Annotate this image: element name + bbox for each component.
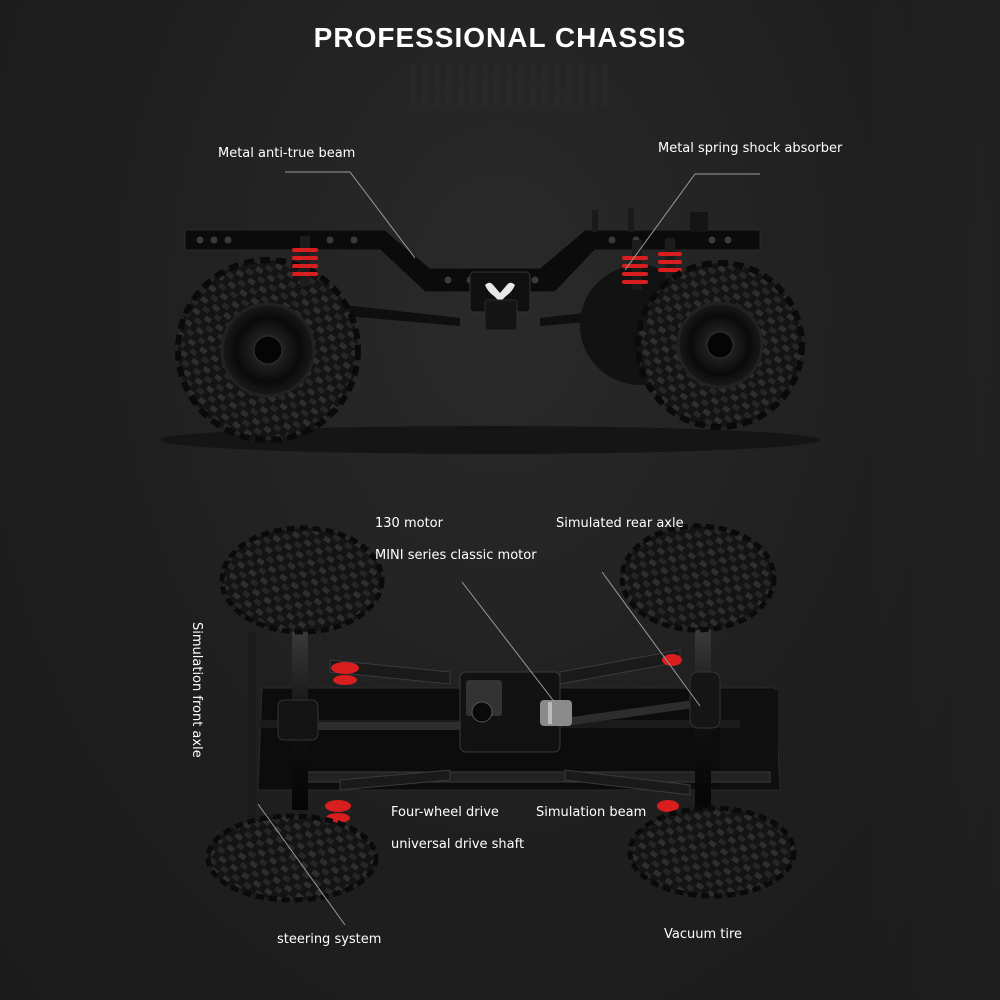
bottom-springs — [325, 654, 682, 823]
label-spring-shock: Metal spring shock absorber — [658, 141, 843, 156]
label-steering: steering system — [277, 932, 382, 947]
label-front-axle: Simulation front axle — [189, 622, 204, 758]
bottom-leader-lines — [257, 571, 701, 926]
label-anti-true-beam: Metal anti-true beam — [218, 146, 356, 161]
edge-shade — [850, 0, 1000, 1000]
side-view-chassis — [160, 208, 820, 454]
side-rear-spring — [622, 238, 682, 290]
label-vacuum-tire: Vacuum tire — [664, 927, 743, 942]
side-front-spring — [292, 236, 318, 286]
bottom-front-right-tire — [205, 813, 379, 903]
page-title: PROFESSIONAL CHASSIS — [313, 22, 687, 53]
bottom-rear-left-tire — [619, 523, 777, 633]
label-mini-motor: MINI series classic motor — [375, 548, 537, 563]
bottom-view-chassis — [205, 523, 797, 903]
ghost-watermark — [410, 64, 610, 108]
bottom-rear-right-tire — [627, 805, 797, 899]
side-front-wheel — [175, 257, 361, 443]
label-rear-axle: Simulated rear axle — [556, 516, 684, 531]
label-130-motor: 130 motor — [375, 516, 443, 531]
side-rear-wheel — [635, 260, 805, 430]
bull-head-logo-icon — [485, 282, 515, 302]
label-sim-beam: Simulation beam — [536, 805, 647, 820]
label-drive-shaft: universal drive shaft — [391, 837, 525, 852]
bottom-front-left-tire — [219, 525, 385, 635]
label-four-wheel-drive: Four-wheel drive — [391, 805, 499, 820]
top-leader-lines — [285, 171, 760, 271]
